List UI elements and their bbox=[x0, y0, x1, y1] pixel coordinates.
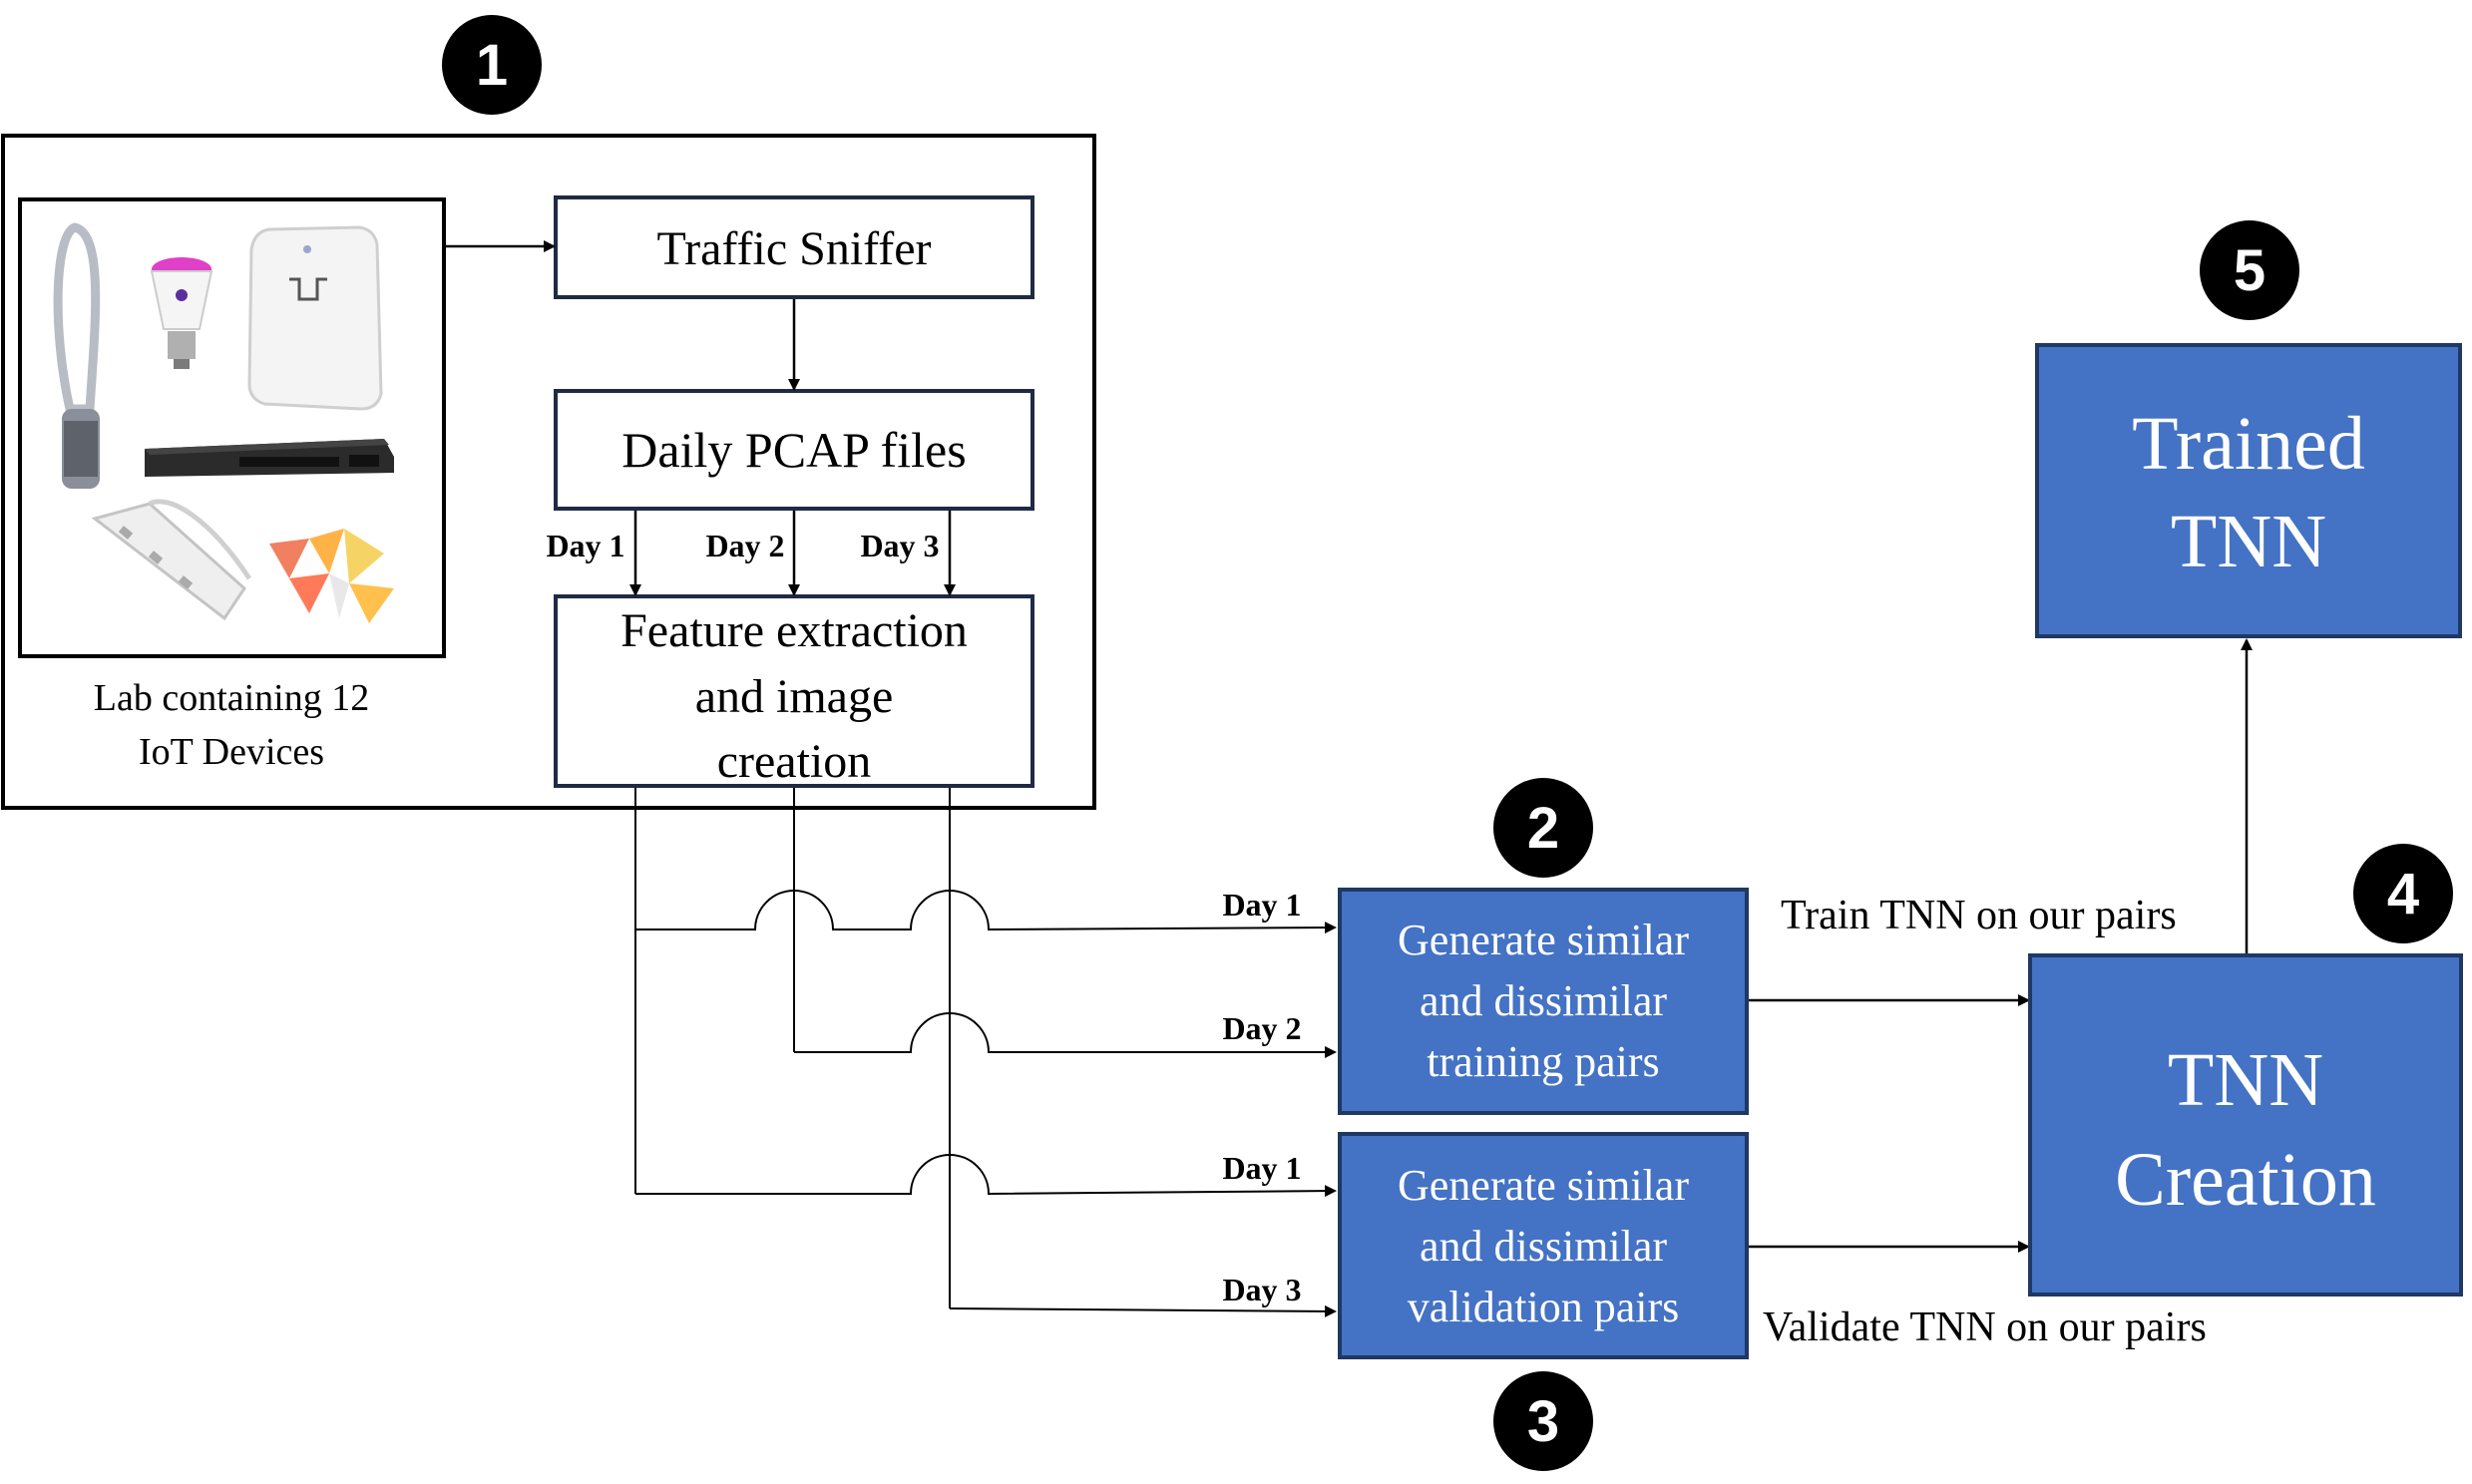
step-badge-3-number: 3 bbox=[1527, 1389, 1559, 1454]
validation-pairs-line1: Generate similar bbox=[1398, 1161, 1689, 1210]
feed-val-day1 bbox=[635, 1154, 1337, 1198]
tnn-creation-box bbox=[2028, 953, 2463, 1297]
traffic-sniffer-box bbox=[554, 195, 1034, 299]
val-day3-label: Day 3 bbox=[1222, 1272, 1301, 1307]
step-badge-3: 3 bbox=[1493, 1371, 1593, 1471]
traffic-sniffer-label: Traffic Sniffer bbox=[656, 222, 931, 275]
feature-extraction-box bbox=[554, 594, 1034, 788]
pcap-day3-label: Day 3 bbox=[860, 528, 939, 563]
validate-edge-label: Validate TNN on our pairs bbox=[1763, 1304, 2207, 1350]
lab-caption-line1: Lab containing 12 bbox=[94, 677, 369, 719]
step-badge-4: 4 bbox=[2353, 844, 2453, 943]
lab-frame bbox=[1, 134, 1096, 810]
validation-pairs-box bbox=[1338, 1132, 1749, 1359]
training-pairs-line3: training pairs bbox=[1427, 1037, 1659, 1086]
network-switch-icon bbox=[145, 439, 394, 477]
lab-caption-line2: IoT Devices bbox=[139, 731, 324, 773]
feature-extraction-line2: and image bbox=[695, 670, 894, 723]
feed-train-day1 bbox=[635, 890, 1337, 934]
val-day1-label: Day 1 bbox=[1222, 1150, 1301, 1186]
power-strip-icon bbox=[91, 499, 252, 621]
training-pairs-line1: Generate similar bbox=[1398, 916, 1689, 964]
step-badge-1: 1 bbox=[442, 15, 542, 115]
feature-extraction-line3: creation bbox=[717, 735, 872, 788]
trained-tnn-box bbox=[2035, 343, 2462, 638]
feed-val-day3 bbox=[949, 1304, 1337, 1317]
trained-tnn-line2: TNN bbox=[2171, 500, 2326, 583]
tnn-creation-line1: TNN bbox=[2168, 1038, 2323, 1122]
validation-pairs-line2: and dissimilar bbox=[1420, 1222, 1667, 1271]
daily-pcap-label: Daily PCAP files bbox=[621, 422, 966, 478]
validation-pairs-line3: validation pairs bbox=[1408, 1283, 1680, 1331]
feature-extraction-line1: Feature extraction bbox=[620, 604, 968, 657]
training-pairs-line2: and dissimilar bbox=[1420, 976, 1667, 1025]
pcap-day1-label: Day 1 bbox=[546, 528, 624, 563]
step-badge-4-number: 4 bbox=[2387, 862, 2419, 927]
daily-pcap-box bbox=[554, 389, 1034, 511]
tower-fan-icon bbox=[53, 222, 101, 489]
step-badge-5: 5 bbox=[2200, 220, 2299, 320]
trained-tnn-line1: Trained bbox=[2132, 402, 2365, 486]
training-pairs-box bbox=[1338, 888, 1749, 1115]
smart-bulb-icon bbox=[150, 257, 213, 369]
train-edge-label: Train TNN on our pairs bbox=[1781, 893, 2177, 938]
feed-train-day2 bbox=[794, 1012, 1337, 1058]
step-badge-2: 2 bbox=[1493, 778, 1593, 878]
step-badge-5-number: 5 bbox=[2234, 238, 2266, 303]
pcap-day2-label: Day 2 bbox=[705, 528, 784, 563]
train-day2-label: Day 2 bbox=[1222, 1010, 1301, 1046]
step-badge-2-number: 2 bbox=[1527, 796, 1559, 861]
tnn-creation-line2: Creation bbox=[2115, 1138, 2376, 1222]
light-panels-icon bbox=[269, 529, 394, 623]
train-day1-label: Day 1 bbox=[1222, 887, 1301, 923]
smart-plug-icon bbox=[247, 225, 383, 411]
step-badge-1-number: 1 bbox=[476, 33, 508, 98]
